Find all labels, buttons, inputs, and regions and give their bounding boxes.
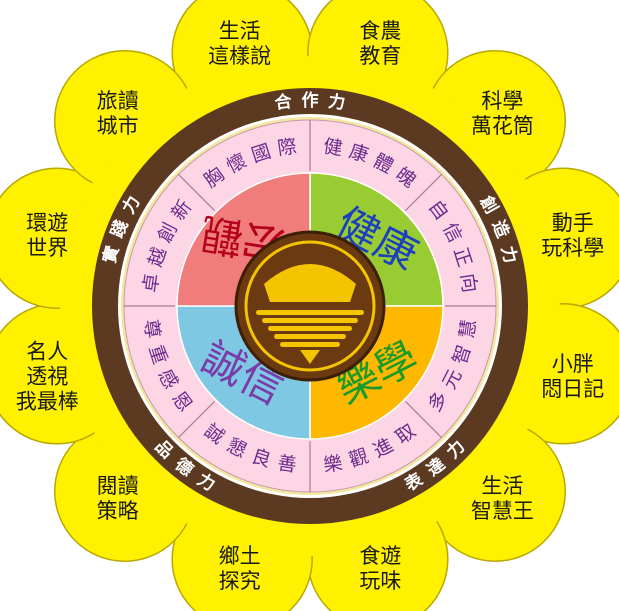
petal-label-line: 動手	[552, 211, 594, 235]
emblem-stripe	[268, 326, 352, 331]
petal-label-line: 食農	[359, 19, 401, 43]
petal-label-line: 生活	[481, 474, 523, 498]
emblem-stripe	[280, 342, 340, 347]
petal-label-line: 透視	[26, 364, 68, 388]
emblem-stripe	[256, 310, 364, 315]
emblem-stripe	[274, 334, 346, 339]
value-label-char: 健	[322, 135, 344, 160]
ring-label-char: 踐	[107, 217, 133, 241]
value-label-char: 尊	[139, 318, 164, 340]
value-label-char: 樂	[322, 452, 344, 477]
petal-label-line: 悶日記	[541, 377, 604, 401]
ring-label-char: 作	[302, 90, 319, 111]
school-emblem-icon	[234, 230, 386, 382]
ring-label-char: 力	[327, 91, 347, 114]
petal-label-line: 科學	[481, 89, 523, 113]
petal-label-line: 我最棒	[16, 389, 79, 413]
emblem-disc	[234, 230, 386, 382]
petal-label-line: 玩味	[359, 569, 401, 593]
value-label-char: 際	[276, 135, 298, 160]
petal-label-line: 鄉土	[219, 544, 261, 568]
ring-label: 合作力	[273, 90, 346, 114]
petal-label-line: 名人	[26, 339, 68, 363]
petal-label-line: 生活	[219, 19, 261, 43]
values-divider	[405, 174, 442, 211]
petal-label-line: 萬花筒	[471, 114, 534, 138]
petal-label-line: 這樣說	[208, 44, 271, 68]
petal-label-line: 環遊	[26, 211, 68, 235]
ring-label-char: 力	[497, 244, 522, 266]
values-divider	[178, 174, 215, 211]
value-label-char: 慧	[456, 318, 481, 340]
petal-label-line: 食遊	[359, 544, 401, 568]
values-divider	[405, 401, 442, 438]
petal-label-line: 城市	[97, 114, 139, 138]
petal-label-line: 探究	[219, 569, 261, 593]
ring-label-char: 合	[273, 91, 294, 114]
petal-label-line: 玩科學	[541, 236, 604, 260]
petal-label-line: 教育	[359, 44, 401, 68]
value-label-char: 善	[276, 452, 298, 477]
petal-label-line: 旅讀	[97, 89, 139, 113]
petal-label-line: 智慧王	[471, 499, 534, 523]
ring-label-char: 實	[99, 244, 124, 266]
petal-label-line: 閱讀	[97, 474, 139, 498]
emblem-stripe	[262, 318, 358, 323]
values-divider	[178, 401, 215, 438]
value-label-char: 卓	[139, 272, 164, 294]
emblem-top-shape	[264, 264, 356, 302]
emblem-point	[300, 350, 320, 364]
petal-label-line: 小胖	[552, 352, 594, 376]
petal-label-line: 策略	[97, 499, 139, 523]
emblem-ring	[244, 240, 376, 372]
petal-label-line: 世界	[26, 236, 68, 260]
value-label-char: 向	[456, 272, 481, 294]
